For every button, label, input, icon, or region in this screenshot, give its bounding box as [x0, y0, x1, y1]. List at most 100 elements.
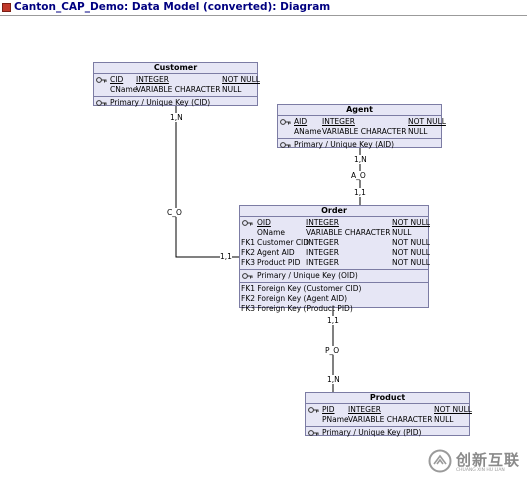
column-type: VARIABLE CHARACTER [348, 415, 433, 424]
foreign-key-row[interactable]: FK2 Foreign Key (Agent AID) [240, 294, 428, 304]
column-name: OName [257, 228, 286, 237]
card-agent-order-parent: 1,N [354, 155, 367, 164]
column-prefix: FK1 [241, 238, 256, 247]
key-icon [280, 142, 291, 148]
foreign-key-label: FK3 Foreign Key (Product PID) [241, 304, 353, 313]
column-name: OID [257, 218, 271, 227]
column-name: AName [294, 127, 322, 136]
column-row[interactable]: FK3 Product PID INTEGER NOT NULL [240, 258, 430, 268]
foreign-key-row[interactable]: FK3 Foreign Key (Product PID) [240, 304, 428, 314]
column-null: NOT NULL [408, 117, 446, 126]
column-type: INTEGER [136, 75, 169, 84]
key-section: Primary / Unique Key (AID) [278, 139, 441, 151]
column-row[interactable]: OName VARIABLE CHARACTER NULL [240, 228, 428, 238]
column-name: Agent AID [257, 248, 295, 257]
column-null: NULL [434, 415, 454, 424]
column-null: NOT NULL [222, 75, 260, 84]
entity-product[interactable]: Product PID INTEGER NOT NULL PName VARIA… [305, 392, 472, 439]
foreign-key-label: FK1 Foreign Key (Customer CID) [241, 284, 362, 293]
column-prefix: FK3 [241, 258, 256, 267]
column-section: OID INTEGER NOT NULL OName VARIABLE CHAR… [240, 217, 430, 270]
column-null: NULL [392, 228, 412, 237]
key-icon [280, 119, 291, 125]
rel-label-product-order: P_O [325, 346, 340, 355]
column-type: VARIABLE CHARACTER [322, 127, 407, 136]
column-null: NOT NULL [434, 405, 472, 414]
entity-agent[interactable]: Agent AID INTEGER NOT NULL AName VARIABL… [277, 104, 446, 151]
column-type: INTEGER [306, 248, 339, 257]
key-label: Primary / Unique Key (PID) [322, 428, 422, 437]
key-label: Primary / Unique Key (CID) [110, 98, 211, 107]
column-type: INTEGER [348, 405, 381, 414]
column-prefix: FK2 [241, 248, 256, 257]
column-row[interactable]: CID INTEGER NOT NULL [94, 75, 260, 85]
entity-name: Customer [94, 63, 257, 74]
column-name: Product PID [257, 258, 301, 267]
entity-name: Product [306, 393, 469, 404]
column-type: INTEGER [322, 117, 355, 126]
key-row[interactable]: Primary / Unique Key (AID) [278, 140, 441, 150]
foreign-key-row[interactable]: FK1 Foreign Key (Customer CID) [240, 284, 428, 294]
key-icon [308, 430, 319, 436]
column-name: CID [110, 75, 124, 84]
column-name: AID [294, 117, 308, 126]
column-type: INTEGER [306, 218, 339, 227]
column-name: PID [322, 405, 335, 414]
column-null: NOT NULL [392, 218, 430, 227]
column-row[interactable]: AID INTEGER NOT NULL [278, 117, 446, 127]
column-null: NOT NULL [392, 238, 430, 247]
card-product-order-parent: 1,1 [327, 316, 339, 325]
entity-order[interactable]: Order OID INTEGER NOT NULL OName VARIABL… [239, 205, 430, 313]
card-customer-order-parent: 1,N [170, 113, 183, 122]
key-row[interactable]: Primary / Unique Key (PID) [306, 428, 469, 438]
key-label: Primary / Unique Key (AID) [294, 140, 395, 149]
column-row[interactable]: OID INTEGER NOT NULL [240, 218, 430, 228]
column-row[interactable]: CName VARIABLE CHARACTER NULL [94, 85, 257, 95]
column-type: INTEGER [306, 238, 339, 247]
column-section: AID INTEGER NOT NULL AName VARIABLE CHAR… [278, 116, 446, 139]
foreign-key-section: FK1 Foreign Key (Customer CID) FK2 Forei… [240, 283, 428, 315]
title-bar: Canton_CAP_Demo: Data Model (converted):… [0, 0, 527, 16]
column-type: VARIABLE CHARACTER [136, 85, 221, 94]
key-section: Primary / Unique Key (PID) [306, 427, 469, 439]
key-icon [96, 100, 107, 106]
rel-label-agent-order: A_O [351, 171, 366, 180]
key-icon [242, 220, 253, 226]
key-icon [96, 77, 107, 83]
column-null: NULL [222, 85, 242, 94]
app-icon [2, 3, 11, 12]
column-row[interactable]: FK2 Agent AID INTEGER NOT NULL [240, 248, 430, 258]
key-row[interactable]: Primary / Unique Key (OID) [240, 271, 428, 281]
watermark-text: 创新互联 [456, 451, 521, 469]
column-name: PName [322, 415, 349, 424]
column-row[interactable]: FK1 Customer CID INTEGER NOT NULL [240, 238, 430, 248]
column-name: CName [110, 85, 138, 94]
column-row[interactable]: PName VARIABLE CHARACTER NULL [306, 415, 469, 425]
column-name: Customer CID [257, 238, 310, 247]
rel-label-customer-order: C_O [167, 208, 182, 217]
column-type: VARIABLE CHARACTER [306, 228, 391, 237]
column-row[interactable]: PID INTEGER NOT NULL [306, 405, 472, 415]
column-null: NOT NULL [392, 258, 430, 267]
key-row[interactable]: Primary / Unique Key (CID) [94, 98, 257, 108]
entity-name: Order [240, 206, 428, 217]
entity-customer[interactable]: Customer CID INTEGER NOT NULL CName VARI… [93, 62, 260, 108]
column-null: NOT NULL [392, 248, 430, 257]
card-product-order-child: 1,N [327, 375, 340, 384]
watermark: 创新互联 CHUANG XIN HU LIAN [428, 447, 524, 481]
column-section: CID INTEGER NOT NULL CName VARIABLE CHAR… [94, 74, 260, 97]
column-section: PID INTEGER NOT NULL PName VARIABLE CHAR… [306, 404, 472, 427]
column-row[interactable]: AName VARIABLE CHARACTER NULL [278, 127, 441, 137]
entity-name: Agent [278, 105, 441, 116]
window-title: Canton_CAP_Demo: Data Model (converted):… [14, 1, 331, 13]
card-customer-order-child: 1,1 [220, 252, 232, 261]
card-agent-order-child: 1,1 [354, 188, 366, 197]
key-section: Primary / Unique Key (OID) [240, 270, 428, 283]
column-null: NULL [408, 127, 428, 136]
foreign-key-label: FK2 Foreign Key (Agent AID) [241, 294, 348, 303]
column-type: INTEGER [306, 258, 339, 267]
watermark-logo-icon [428, 449, 452, 473]
key-icon [242, 273, 253, 279]
watermark-subtext: CHUANG XIN HU LIAN [456, 468, 505, 473]
rel-line-customer-order [175, 106, 239, 258]
